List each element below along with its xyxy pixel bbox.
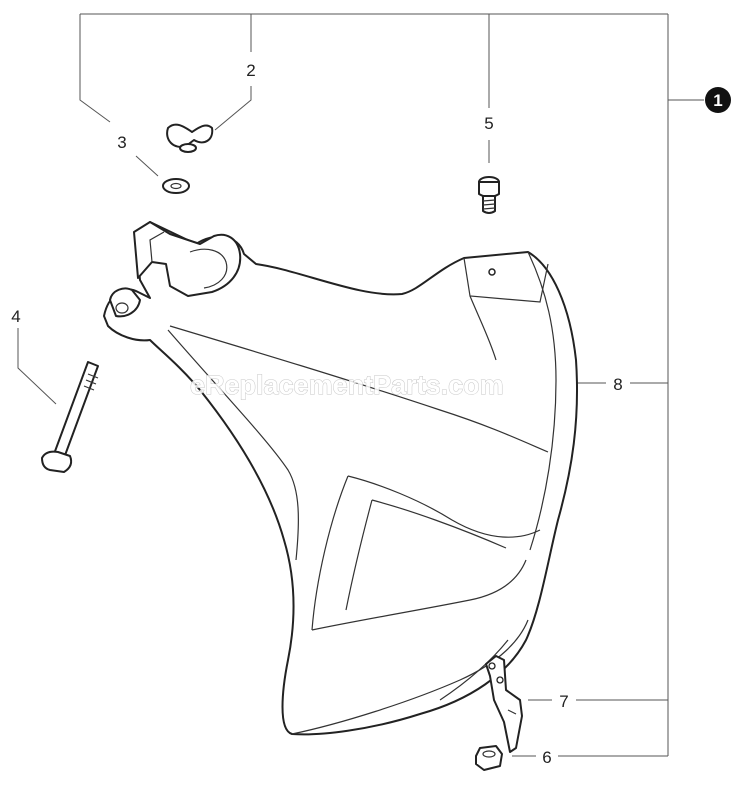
assembly-badge: 1 (705, 87, 731, 113)
screw-part (478, 176, 500, 214)
callout-8: 8 (613, 375, 622, 394)
callout-7: 7 (559, 692, 568, 711)
wing-nut-part (166, 123, 214, 153)
watermark-text: eReplacementParts.com (190, 370, 504, 400)
bolt-part (41, 361, 99, 473)
callout-5: 5 (484, 114, 493, 133)
line-cutter-part (485, 655, 523, 753)
callout-4: 4 (11, 307, 20, 326)
callout-3: 3 (117, 133, 126, 152)
trimmer-guard-part (103, 221, 579, 736)
washer-part (162, 178, 190, 194)
nut-part (475, 745, 503, 771)
callout-2: 2 (246, 61, 255, 80)
callout-6: 6 (542, 748, 551, 767)
assembly-badge-number: 1 (713, 91, 722, 110)
